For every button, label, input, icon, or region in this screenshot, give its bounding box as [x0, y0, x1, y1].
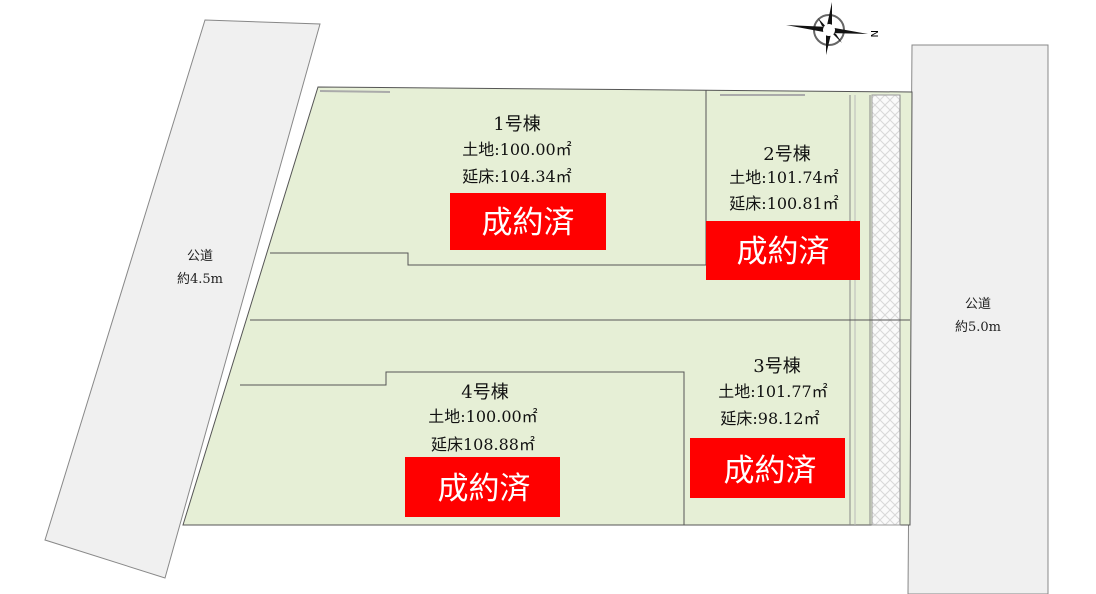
right-road-name: 公道	[965, 297, 991, 312]
right-road-width: 約5.0m	[955, 320, 1001, 335]
lot-name: 3号棟	[753, 356, 800, 377]
left-road	[44, 19, 321, 579]
status-text: 成約済	[438, 471, 531, 507]
lot-boundaries	[240, 90, 910, 525]
status-badge	[690, 438, 845, 498]
site-area	[182, 86, 913, 526]
lot-1: 1号棟 土地:100.00㎡ 延床:104.34㎡ 成約済	[450, 114, 606, 250]
lot-floor-area: 延床:98.12㎡	[720, 409, 819, 428]
status-text: 成約済	[724, 453, 817, 489]
status-text: 成約済	[737, 234, 830, 270]
status-text: 成約済	[482, 205, 575, 241]
lot-name: 2号棟	[763, 144, 810, 165]
hatched-strip	[871, 94, 901, 526]
lot-4: 4号棟 土地:100.00㎡ 延床108.88㎡ 成約済	[405, 382, 560, 517]
lot-name: 4号棟	[461, 382, 508, 403]
lot-land-area: 土地:101.74㎡	[729, 168, 838, 187]
lot-3: 3号棟 土地:101.77㎡ 延床:98.12㎡ 成約済	[690, 356, 845, 498]
left-road-name: 公道	[187, 249, 213, 264]
lot-floor-area: 延床108.88㎡	[431, 435, 535, 454]
lot-2: 2号棟 土地:101.74㎡ 延床:100.81㎡ 成約済	[706, 144, 860, 280]
compass-icon: N	[786, 2, 879, 55]
status-badge	[405, 457, 560, 517]
lot-land-area: 土地:101.77㎡	[718, 382, 827, 401]
lot-land-area: 土地:100.00㎡	[428, 407, 537, 426]
lot-floor-area: 延床:104.34㎡	[462, 167, 571, 186]
lot-name: 1号棟	[493, 114, 540, 135]
lot-land-area: 土地:100.00㎡	[462, 140, 571, 159]
status-badge	[450, 193, 606, 250]
status-badge	[706, 221, 860, 280]
left-road-width: 約4.5m	[177, 272, 223, 287]
lot-floor-area: 延床:100.81㎡	[729, 194, 838, 213]
north-label: N	[868, 30, 879, 37]
